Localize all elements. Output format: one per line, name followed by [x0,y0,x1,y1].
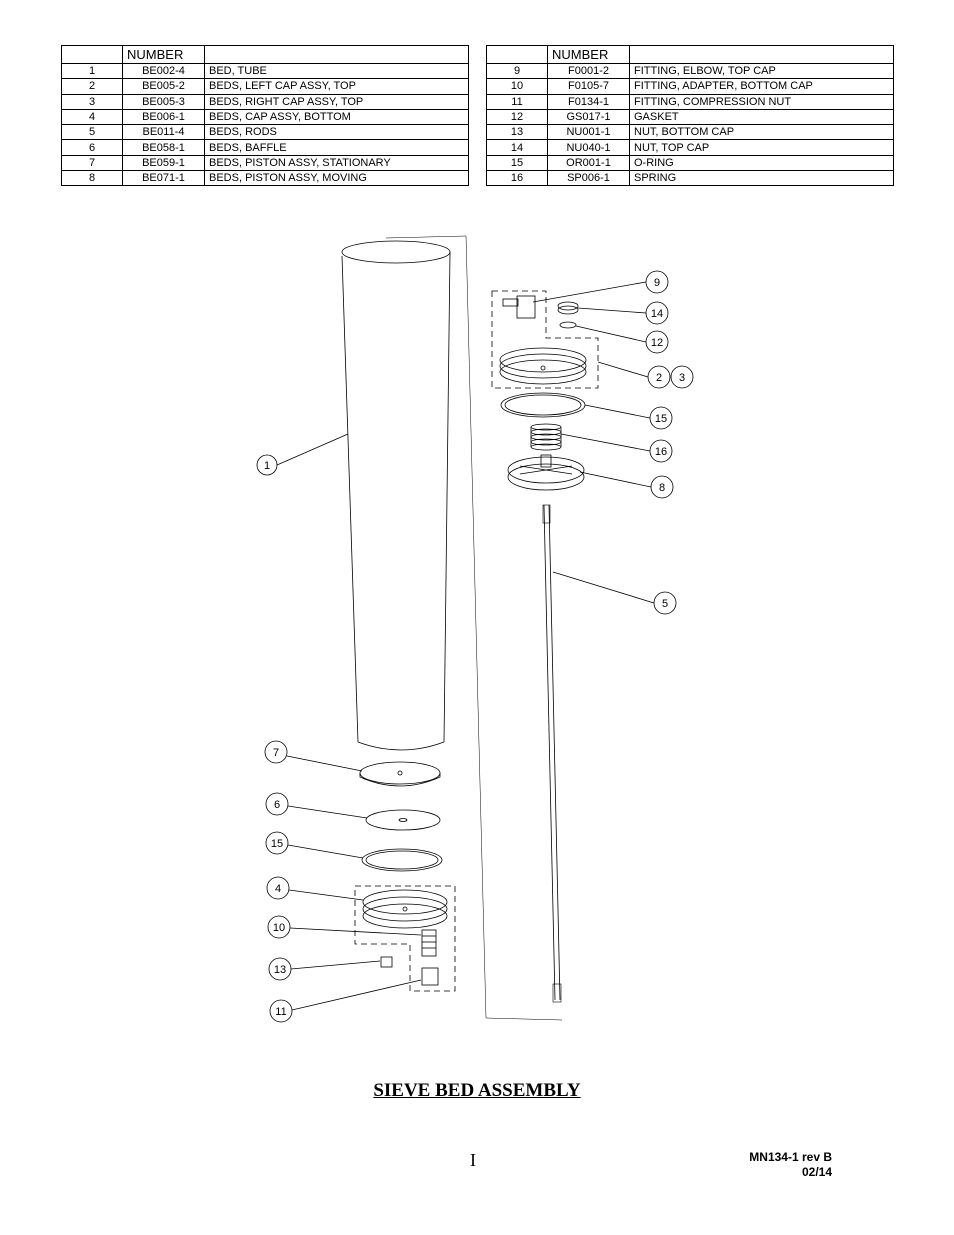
callout-1: 1 [256,433,349,476]
bottom-nut-drawing [380,956,393,968]
document-date: 02/14 [801,1165,832,1179]
callout-label: 16 [655,446,667,458]
callout-label: 13 [274,964,286,976]
item-cell: 8 [61,170,123,187]
callout-label: 15 [271,838,283,850]
description-cell: SPRING [629,170,894,187]
baffle-drawing [365,809,441,831]
callout-14: 14 [577,301,669,325]
callout-label: 3 [679,372,685,384]
number-cell: BE006-1 [122,108,205,126]
callout-13: 13 [268,957,381,981]
callout-label: 11 [275,1006,286,1018]
item-cell: 16 [486,170,548,187]
gasket-drawing [559,321,577,329]
callout-label: 9 [654,277,660,289]
rod-guide-outline [385,235,563,1021]
callout-label: 1 [264,460,270,472]
description-cell: FITTING, ADAPTER, BOTTOM CAP [629,78,894,95]
callout-label: 15 [655,413,667,425]
rod-drawing [542,504,562,1003]
diagram-title: SIEVE BED ASSEMBLY [373,1080,581,1101]
adapter-fitting-drawing [421,929,437,957]
callout-label: 7 [273,747,279,759]
number-cell: GS017-1 [547,108,630,126]
callout-11: 11 [269,979,422,1023]
callout-15-top: 15 [584,404,673,430]
bottom-cap-drawing [362,889,448,929]
document-id: MN134-1 rev B [749,1150,832,1164]
callout-label: 4 [275,883,281,895]
callout-12: 12 [575,325,669,354]
item-cell: 13 [486,124,548,141]
description-cell: BEDS, PISTON ASSY, MOVING [204,170,469,187]
document-revision: MN134-1 rev B 02/14 [749,1150,832,1180]
callout-7: 7 [264,740,363,772]
bed-tube-drawing [341,240,451,751]
description-cell: NUT, TOP CAP [629,139,894,156]
callout-3: 3 [670,365,694,389]
description-cell: BED, TUBE [204,62,469,80]
callout-label: 2 [656,372,662,384]
number-column-header: NUMBER [122,45,205,64]
table-header-row: NUMBER [486,45,894,64]
callout-label: 8 [659,482,665,494]
callout-label: 6 [274,799,280,811]
callout-6: 6 [265,792,368,819]
compression-nut-drawing [421,967,439,986]
elbow-fitting-drawing [502,295,536,319]
callout-15-bottom: 15 [265,831,364,859]
top-cap-drawing [499,347,587,385]
o-ring-top-drawing [500,392,586,418]
callout-label: 5 [662,598,668,610]
callout-5: 5 [552,571,677,615]
callout-9: 9 [532,270,669,303]
callout-8: 8 [579,471,674,499]
callout-label: 14 [651,308,663,320]
callout-label: 12 [651,337,663,349]
spring-drawing [530,423,562,451]
moving-piston-drawing [507,454,585,491]
stationary-piston-drawing [359,761,441,787]
callout-16: 16 [560,433,673,463]
description-cell: BEDS, CAP ASSY, BOTTOM [204,108,469,126]
callout-4: 4 [266,876,364,901]
page-number: I [470,1150,476,1170]
callout-2: 2 [597,361,671,389]
number-cell: NU001-1 [547,124,630,141]
top-cap-assembly-outline [491,290,599,389]
callout-10: 10 [267,915,422,939]
top-nut-drawing [557,301,579,315]
callout-label: 10 [273,922,285,934]
bottom-cap-assembly-outline [354,885,456,992]
o-ring-bottom-drawing [361,848,443,872]
